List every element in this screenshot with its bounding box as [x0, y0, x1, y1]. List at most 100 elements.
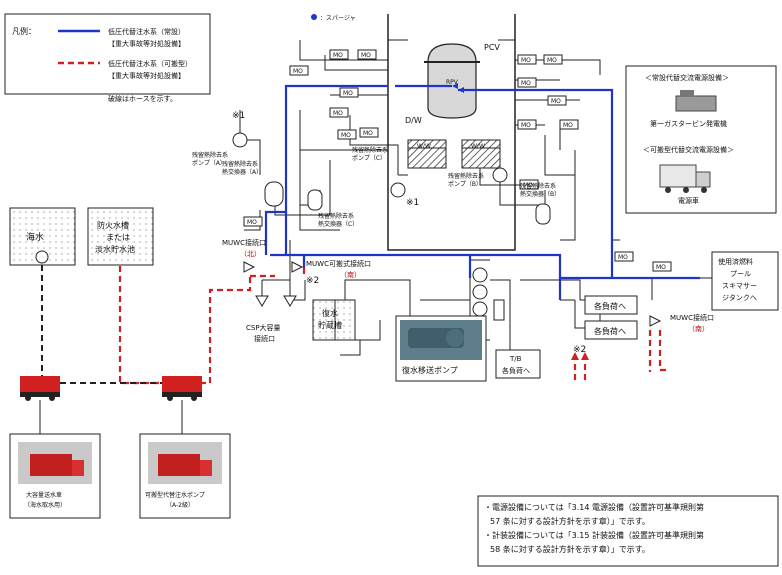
svg-text:・計装設備については「3.15 計装設備（設置許可基準規則第: ・計装設備については「3.15 計装設備（設置許可基準規則第 — [484, 530, 704, 540]
svg-text:残留熱除去系: 残留熱除去系 — [352, 146, 388, 154]
svg-text:淡水貯水池: 淡水貯水池 — [95, 244, 135, 254]
water-sources: 海水 防火水槽 または 淡水貯水池 — [9, 207, 154, 266]
svg-text:残留熱除去系: 残留熱除去系 — [520, 182, 556, 190]
permanent-injection-line — [264, 84, 700, 300]
svg-text:熱交換器（A）: 熱交換器（A） — [222, 168, 262, 176]
load-boxes: 各負荷へ 各負荷へ T/B 各負荷へ 使用済燃料 プール スキマサー ジタンクへ — [495, 251, 779, 379]
svg-text:MO: MO — [521, 122, 531, 129]
svg-text:ジタンクへ: ジタンクへ — [722, 293, 757, 302]
pump-photo: 復水移送ポンプ — [395, 315, 487, 382]
svg-text:（A-2級）: （A-2級） — [166, 501, 194, 509]
svg-text:スキマサー: スキマサー — [722, 282, 757, 290]
connection-ports — [243, 261, 662, 327]
svg-text:各負荷へ: 各負荷へ — [594, 301, 626, 311]
svg-text:MO: MO — [293, 68, 303, 75]
svg-text:プール: プール — [730, 270, 751, 278]
svg-text:（南）: （南） — [340, 270, 361, 279]
legend-prefix: 凡例： — [12, 26, 36, 36]
svg-text:残留熱除去系: 残留熱除去系 — [448, 172, 484, 180]
ww-tank-left — [407, 139, 447, 169]
svg-text:復水移送ポンプ: 復水移送ポンプ — [402, 365, 458, 375]
svg-text:MO: MO — [361, 52, 371, 59]
svg-text:（海水取水用）: （海水取水用） — [24, 501, 66, 509]
svg-text:残留熱除去系: 残留熱除去系 — [192, 151, 228, 159]
svg-text:※2: ※2 — [306, 276, 319, 286]
svg-text:・電源設備については「3.14 電源設備（設置許可基準規則第: ・電源設備については「3.14 電源設備（設置許可基準規則第 — [484, 502, 704, 512]
svg-text:MO: MO — [618, 254, 628, 261]
pcv: PCV RPV D/W W/W W/W — [387, 14, 516, 251]
svg-text:＜可搬型代替交流電源設備＞: ＜可搬型代替交流電源設備＞ — [643, 145, 734, 154]
svg-text:接続口: 接続口 — [254, 334, 275, 343]
truck-pump — [162, 376, 202, 401]
svg-text:58 条に対する設計方針を示す章）」で示す。: 58 条に対する設計方針を示す章）」で示す。 — [490, 544, 650, 554]
svg-text:ポンプ（B）: ポンプ（B） — [448, 180, 482, 188]
rpv-label: RPV — [446, 79, 459, 86]
condensate-storage-tank: 復水 貯蔵槽 — [312, 299, 356, 341]
svg-text:MO: MO — [247, 219, 257, 226]
svg-text:残留熱除去系: 残留熱除去系 — [222, 160, 258, 168]
sparger-dot — [311, 14, 317, 20]
svg-text:（北）: （北） — [240, 250, 261, 258]
ac-power-box: ＜常設代替交流電源設備＞ 第一ガスタービン発電機 ＜可搬型代替交流電源設備＞ 電… — [625, 65, 777, 214]
svg-text:各負荷へ: 各負荷へ — [594, 326, 626, 336]
svg-text:残留熱除去系: 残留熱除去系 — [318, 212, 354, 220]
svg-text:W/W: W/W — [417, 143, 431, 150]
svg-text:低圧代替注水系（常設）: 低圧代替注水系（常設） — [108, 27, 185, 36]
ww-tank-right — [461, 139, 501, 169]
pcv-label: PCV — [484, 43, 500, 52]
svg-text:熱交換器（B）: 熱交換器（B） — [520, 190, 560, 198]
mo-valves: MO MO MO MO MO MO MO MO MO MO MO MO MO M… — [243, 49, 672, 272]
svg-text:大容量送水車: 大容量送水車 — [26, 491, 62, 499]
svg-text:ポンプ（C）: ポンプ（C） — [352, 154, 386, 162]
transfer-pumps — [472, 267, 505, 321]
svg-text:※1: ※1 — [232, 111, 245, 121]
svg-text:各負荷へ: 各負荷へ — [502, 366, 530, 375]
svg-text:復水: 復水 — [322, 308, 338, 318]
svg-text:可搬型代替注水ポンプ: 可搬型代替注水ポンプ — [145, 491, 205, 499]
svg-text:T/B: T/B — [509, 355, 522, 363]
svg-text:【重大事故等対処設備】: 【重大事故等対処設備】 — [108, 71, 185, 80]
sparger-arrow — [452, 83, 458, 89]
truck-photo-pump: 可搬型代替注水ポンプ （A-2級） — [139, 433, 231, 519]
svg-text:MO: MO — [523, 182, 533, 189]
svg-text:57 条に対する設計方針を示す章）」で示す。: 57 条に対する設計方針を示す章）」で示す。 — [490, 516, 650, 526]
svg-text:第一ガスタービン発電機: 第一ガスタービン発電機 — [650, 119, 727, 128]
notes-box: ・電源設備については「3.14 電源設備（設置許可基準規則第 57 条に対する設… — [477, 495, 779, 567]
svg-text:MO: MO — [563, 122, 573, 129]
svg-text:MO: MO — [343, 90, 353, 97]
svg-text:MUWC可搬式接続口: MUWC可搬式接続口 — [306, 259, 371, 268]
svg-text:MO: MO — [521, 80, 531, 87]
svg-text:MO: MO — [341, 132, 351, 139]
svg-text:MUWC接続口: MUWC接続口 — [670, 313, 714, 322]
svg-text:または: または — [106, 233, 130, 242]
svg-text:MO: MO — [547, 57, 557, 64]
svg-text:＜常設代替交流電源設備＞: ＜常設代替交流電源設備＞ — [645, 73, 729, 82]
truck-large — [20, 376, 60, 401]
svg-text:CSP大容量: CSP大容量 — [246, 323, 281, 332]
legend: 凡例： 低圧代替注水系（常設） 【重大事故等対処設備】 低圧代替注水系（可搬型）… — [4, 13, 211, 103]
svg-text:MO: MO — [363, 130, 373, 137]
svg-text:熱交換器（C）: 熱交換器（C） — [318, 220, 358, 228]
rhr-components — [232, 132, 551, 225]
svg-text:MO: MO — [521, 57, 531, 64]
svg-text:MUWC接続口: MUWC接続口 — [222, 238, 266, 247]
svg-text:ポンプ（A）: ポンプ（A） — [192, 159, 226, 167]
sea-water-label: 海水 — [26, 231, 44, 243]
svg-text:破線はホースを示す。: 破線はホースを示す。 — [108, 94, 177, 103]
svg-text:MO: MO — [333, 110, 343, 117]
svg-text:MO: MO — [551, 98, 561, 105]
truck-photo-large: 大容量送水車 （海水取水用） — [9, 433, 101, 519]
sparger-label: ：スパージャ — [320, 15, 356, 22]
svg-text:（南）: （南） — [688, 324, 709, 333]
svg-text:低圧代替注水系（可搬型）: 低圧代替注水系（可搬型） — [108, 59, 192, 68]
svg-text:防火水槽: 防火水槽 — [97, 220, 129, 230]
svg-text:使用済燃料: 使用済燃料 — [718, 257, 753, 266]
svg-text:電源車: 電源車 — [678, 196, 699, 205]
csp-connection: CSP大容量 接続口 — [246, 295, 297, 343]
svg-text:※2: ※2 — [573, 345, 586, 355]
svg-text:※1: ※1 — [406, 198, 419, 208]
svg-text:MO: MO — [656, 264, 666, 271]
svg-text:W/W: W/W — [471, 143, 485, 150]
dw-label: D/W — [405, 116, 422, 125]
